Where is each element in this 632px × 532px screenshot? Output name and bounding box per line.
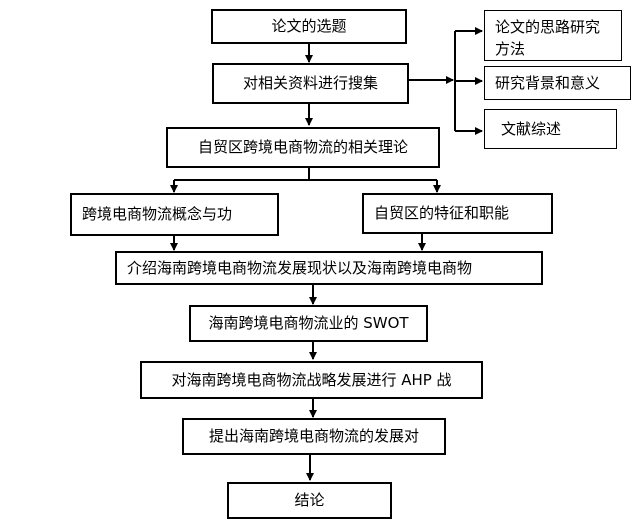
side-node-review: 文献综述 — [484, 109, 617, 149]
side-node-methods: 论文的思路研究方法 — [484, 10, 622, 61]
side-node-review-label: 文献综述 — [501, 119, 562, 138]
node-topic-label: 论文的选题 — [271, 17, 347, 36]
node-ahp: 对海南跨境电商物流战略发展进行 AHP 战 — [140, 361, 483, 399]
node-conclusion: 结论 — [227, 482, 392, 519]
node-countermeasures-label: 提出海南跨境电商物流的发展对 — [208, 427, 419, 446]
node-swot-label: 海南跨境电商物流业的 SWOT — [208, 314, 409, 333]
node-theory: 自贸区跨境电商物流的相关理论 — [166, 127, 440, 168]
node-ftz-features: 自贸区的特征和职能 — [362, 193, 553, 234]
node-data-search-label: 对相关资料进行搜集 — [242, 74, 378, 93]
node-concept-label: 跨境电商物流概念与功 — [82, 205, 233, 224]
node-intro-status-label: 介绍海南跨境电商物流发展现状以及海南跨境电商物 — [127, 258, 473, 277]
node-intro-status: 介绍海南跨境电商物流发展现状以及海南跨境电商物 — [115, 251, 543, 285]
node-swot: 海南跨境电商物流业的 SWOT — [189, 305, 428, 342]
node-concept: 跨境电商物流概念与功 — [70, 193, 279, 236]
node-topic: 论文的选题 — [211, 9, 407, 44]
side-node-background: 研究背景和意义 — [484, 66, 631, 100]
node-ftz-features-label: 自贸区的特征和职能 — [374, 204, 510, 223]
node-conclusion-label: 结论 — [294, 491, 325, 510]
node-ahp-label: 对海南跨境电商物流战略发展进行 AHP 战 — [171, 370, 452, 389]
side-node-background-label: 研究背景和意义 — [495, 73, 601, 92]
side-node-methods-label: 论文的思路研究方法 — [495, 18, 601, 58]
node-theory-label: 自贸区跨境电商物流的相关理论 — [197, 138, 408, 157]
node-data-search: 对相关资料进行搜集 — [212, 63, 409, 104]
node-countermeasures: 提出海南跨境电商物流的发展对 — [182, 418, 446, 455]
